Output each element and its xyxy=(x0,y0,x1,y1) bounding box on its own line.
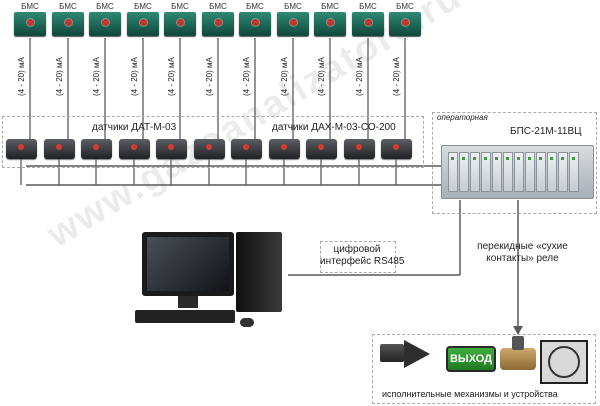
current-range-label: (4 - 20) мА xyxy=(205,57,214,96)
bms-device-icon xyxy=(389,12,421,36)
bms-label: БМС xyxy=(321,2,339,11)
bms-label: БМС xyxy=(359,2,377,11)
rack-module-slot xyxy=(459,152,469,192)
rack-module-slot xyxy=(470,152,480,192)
monitor xyxy=(142,232,234,296)
sensor-group-frame xyxy=(2,116,424,168)
bms-unit: БМС xyxy=(387,2,423,36)
current-range-label: (4 - 20) мА xyxy=(130,57,139,96)
gas-sensor-icon xyxy=(344,139,375,159)
bms-label: БМС xyxy=(134,2,152,11)
rack-module-slot xyxy=(514,152,524,192)
gas-sensor-icon xyxy=(269,139,300,159)
bms-device-icon xyxy=(239,12,271,36)
bms-label: БМС xyxy=(171,2,189,11)
current-range-label: (4 - 20) мА xyxy=(92,57,101,96)
rack-module-slot xyxy=(558,152,568,192)
relay-label-line1: перекидные «сухие xyxy=(477,241,568,252)
operator-room-label: операторная xyxy=(437,113,488,122)
rack-module-slot xyxy=(569,152,579,192)
rs485-label-line2: интерфейс RS485 xyxy=(320,256,405,267)
current-range-label: (4 - 20) мА xyxy=(392,57,401,96)
rack-module-slot xyxy=(536,152,546,192)
bms-unit: БМС xyxy=(12,2,48,36)
bms-device-icon xyxy=(127,12,159,36)
bms-device-icon xyxy=(277,12,309,36)
bms-unit: БМС xyxy=(237,2,273,36)
bms-device-icon xyxy=(352,12,384,36)
rs485-label-line1: цифровой xyxy=(333,244,381,255)
bms-label: БМС xyxy=(209,2,227,11)
bms-unit: БМС xyxy=(200,2,236,36)
bms-unit: БМС xyxy=(275,2,311,36)
gas-sensor-icon xyxy=(156,139,187,159)
current-range-label: (4 - 20) мА xyxy=(280,57,289,96)
gas-sensor-icon xyxy=(194,139,225,159)
rack-module-slot xyxy=(525,152,535,192)
gas-sensor-icon xyxy=(44,139,75,159)
bms-device-icon xyxy=(314,12,346,36)
rs485-label-frame xyxy=(320,241,396,273)
bps-rack xyxy=(441,145,594,199)
bms-unit: БМС xyxy=(350,2,386,36)
sensor-group1-label: датчики ДАТ-М-03 xyxy=(92,122,177,133)
bms-label: БМС xyxy=(59,2,77,11)
bms-unit: БМС xyxy=(162,2,198,36)
system-unit xyxy=(236,232,282,312)
bms-label: БМС xyxy=(246,2,264,11)
monitor-stand xyxy=(178,296,198,308)
rack-module-slot xyxy=(492,152,502,192)
bms-unit: БМС xyxy=(312,2,348,36)
rack-module-slot xyxy=(481,152,491,192)
current-range-label: (4 - 20) мА xyxy=(242,57,251,96)
current-range-label: (4 - 20) мА xyxy=(317,57,326,96)
bms-device-icon xyxy=(164,12,196,36)
bms-device-icon xyxy=(202,12,234,36)
bms-label: БМС xyxy=(396,2,414,11)
relay-label-line2: контакты» реле xyxy=(486,253,559,264)
exit-sign-icon: ВЫХОД xyxy=(446,346,496,372)
gas-sensor-icon xyxy=(81,139,112,159)
gas-sensor-icon xyxy=(306,139,337,159)
current-range-label: (4 - 20) мА xyxy=(55,57,64,96)
rack-module-slot xyxy=(503,152,513,192)
current-range-label: (4 - 20) мА xyxy=(17,57,26,96)
gas-sensor-icon xyxy=(381,139,412,159)
mouse xyxy=(240,318,254,327)
actuators-frame xyxy=(372,334,596,404)
gas-sensor-icon xyxy=(231,139,262,159)
bms-label: БМС xyxy=(96,2,114,11)
bms-device-icon xyxy=(14,12,46,36)
operator-room-frame xyxy=(432,112,597,214)
relay-arrow xyxy=(513,326,523,335)
bms-label: БМС xyxy=(21,2,39,11)
rack-module-slot xyxy=(448,152,458,192)
rack-module-slot xyxy=(547,152,557,192)
device-name: БПС-21М-11ВЦ xyxy=(510,126,582,137)
bms-unit: БМС xyxy=(50,2,86,36)
gas-sensor-icon xyxy=(119,139,150,159)
bms-unit: БМС xyxy=(87,2,123,36)
bms-device-icon xyxy=(89,12,121,36)
bms-label: БМС xyxy=(284,2,302,11)
current-range-label: (4 - 20) мА xyxy=(167,57,176,96)
current-range-label: (4 - 20) мА xyxy=(355,57,364,96)
sensor-group2-label: датчики ДАХ-М-03-СО-200 xyxy=(272,122,396,133)
bms-device-icon xyxy=(52,12,84,36)
actuators-label: исполнительные механизмы и устройства xyxy=(382,389,558,399)
bms-unit: БМС xyxy=(125,2,161,36)
keyboard xyxy=(135,310,235,323)
gas-sensor-icon xyxy=(6,139,37,159)
